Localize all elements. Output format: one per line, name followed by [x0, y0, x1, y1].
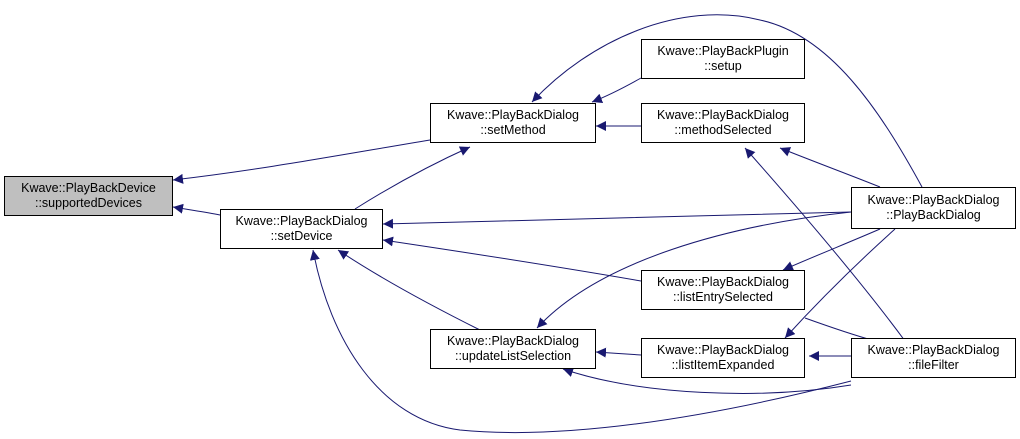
node-list-entry-selected[interactable]: Kwave::PlayBackDialog ::listEntrySelecte…: [641, 270, 805, 310]
node-class-label: Kwave::PlayBackDialog: [656, 108, 789, 122]
edge-PlayBackDialog-to-methodSelected: [779, 147, 881, 188]
edge-listEntrySelected-to-setDevice: [382, 236, 642, 282]
node-set-method[interactable]: Kwave::PlayBackDialog ::setMethod: [430, 103, 596, 143]
node-member-label: ::updateListSelection: [454, 349, 572, 363]
node-member-label: ::setDevice: [270, 229, 333, 243]
node-class-label: Kwave::PlayBackDialog: [656, 275, 789, 289]
node-set-device[interactable]: Kwave::PlayBackDialog ::setDevice: [220, 209, 383, 249]
node-supported-devices[interactable]: Kwave::PlayBackDevice ::supportedDevices: [4, 176, 173, 216]
edge-PlayBackDialog-to-updateListSelection: [536, 211, 852, 329]
edge-setup-to-setMethod: [591, 77, 642, 104]
node-class-label: Kwave::PlayBackDialog: [235, 214, 368, 228]
node-member-label: ::supportedDevices: [34, 196, 142, 210]
node-member-label: ::setMethod: [480, 123, 546, 137]
node-setup[interactable]: Kwave::PlayBackPlugin ::setup: [641, 39, 805, 79]
edge-PlayBackDialog-to-listEntrySelected: [782, 228, 881, 271]
edge-PlayBackDialog-to-setDevice: [382, 211, 852, 229]
node-class-label: Kwave::PlayBackDialog: [867, 193, 1000, 207]
node-class-label: Kwave::PlayBackDialog: [867, 343, 1000, 357]
node-member-label: ::fileFilter: [908, 358, 959, 372]
edge-fileFilter-to-updateListSelection: [562, 367, 852, 394]
node-list-item-expanded[interactable]: Kwave::PlayBackDialog ::listItemExpanded: [641, 338, 805, 378]
edge-fileFilter-to-methodSelected: [744, 147, 906, 342]
node-class-label: Kwave::PlayBackPlugin: [657, 44, 789, 58]
edge-PlayBackDialog-to-setMethod: [531, 14, 923, 188]
node-member-label: ::listItemExpanded: [671, 358, 775, 372]
node-method-selected[interactable]: Kwave::PlayBackDialog ::methodSelected: [641, 103, 805, 143]
node-member-label: ::methodSelected: [674, 123, 772, 137]
node-class-label: Kwave::PlayBackDevice: [21, 181, 156, 195]
edge-listItemExpanded-to-updateListSelection: [595, 347, 642, 358]
node-playback-dialog-ctor[interactable]: Kwave::PlayBackDialog ::PlayBackDialog: [851, 187, 1016, 229]
edge-setDevice-to-setMethod: [354, 146, 471, 210]
edge-updateListSelection-to-setDevice: [337, 249, 481, 331]
edge-setMethod-to-supportedDevices: [172, 139, 431, 184]
node-class-label: Kwave::PlayBackDialog: [446, 108, 579, 122]
edge-setDevice-to-supportedDevices: [172, 203, 221, 216]
edge-PlayBackDialog-to-listItemExpanded: [784, 228, 896, 339]
node-class-label: Kwave::PlayBackDialog: [656, 343, 789, 357]
edge-fileFilter-to-setDevice: [309, 249, 852, 434]
node-update-list-selection[interactable]: Kwave::PlayBackDialog ::updateListSelect…: [430, 329, 596, 369]
node-member-label: ::setup: [704, 59, 742, 73]
node-member-label: ::listEntrySelected: [672, 290, 774, 304]
node-class-label: Kwave::PlayBackDialog: [446, 334, 579, 348]
node-file-filter[interactable]: Kwave::PlayBackDialog ::fileFilter: [851, 338, 1016, 378]
node-member-label: ::PlayBackDialog: [886, 208, 981, 222]
